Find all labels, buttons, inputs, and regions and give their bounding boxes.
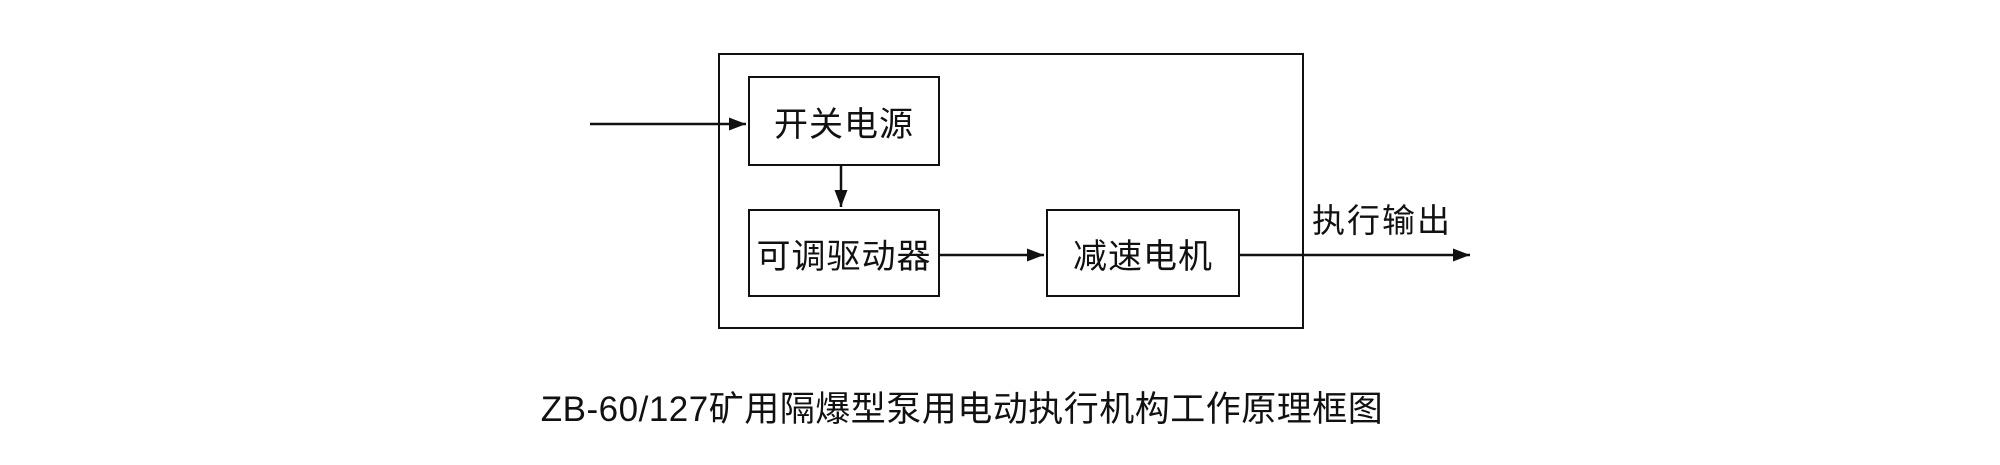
block-adjustable-driver-label: 可调驱动器 xyxy=(756,237,932,276)
block-switching-power-supply-label: 开关电源 xyxy=(774,105,914,144)
block-adjustable-driver: 可调驱动器 xyxy=(748,209,940,297)
output-arrow-label: 执行输出 xyxy=(1312,202,1452,239)
block-gear-motor: 减速电机 xyxy=(1046,209,1240,297)
diagram-caption: ZB-60/127矿用隔爆型泵用电动执行机构工作原理框图 xyxy=(540,390,1384,429)
enclosure-rect xyxy=(718,53,1304,329)
block-gear-motor-label: 减速电机 xyxy=(1073,237,1213,276)
block-switching-power-supply: 开关电源 xyxy=(748,76,940,166)
